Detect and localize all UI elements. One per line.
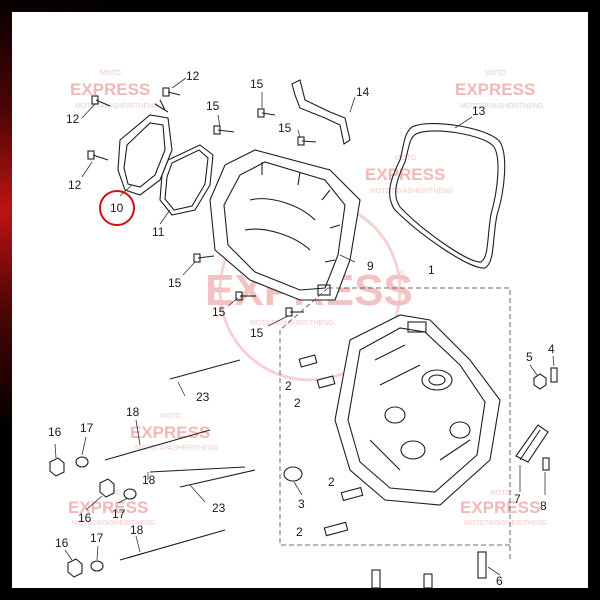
svg-text:MOTO: MOTO	[490, 490, 511, 497]
label-12: 12	[186, 69, 200, 83]
label-18: 18	[130, 523, 144, 537]
side-cover-10	[117, 114, 173, 196]
seal-3	[283, 466, 303, 482]
bracket-14	[291, 79, 351, 145]
svg-text:EXPRESS: EXPRESS	[365, 165, 445, 184]
watermark-mid-left: MOTO EXPRESS MOTOTAYASHERITHENG	[130, 413, 219, 452]
label-17: 17	[112, 507, 126, 521]
label-13: 13	[472, 104, 486, 118]
bolts-upper	[87, 87, 317, 317]
watermark-top-left: MOTO EXPRESS MOTOTAYASHERITHENG	[70, 70, 159, 110]
label-23: 23	[212, 501, 226, 515]
label-3: 3	[298, 497, 305, 511]
label-18: 18	[126, 405, 140, 419]
highlight-ring-part-10	[99, 190, 135, 226]
label-15: 15	[250, 326, 264, 340]
label-17: 17	[80, 421, 94, 435]
studs	[104, 359, 256, 561]
label-16: 16	[78, 511, 92, 525]
watermark-mid-right: MOTO EXPRESS MOTOTAYASHERITHENG	[365, 155, 454, 195]
label-15: 15	[168, 276, 182, 290]
diagram-panel: MOTO EXPRESS MOTOTAYASHERITHENG MOTO EXP…	[12, 12, 588, 588]
part-labels: 12 12 12 10 11 15 15 15 15 15 15 14 13 9…	[48, 69, 555, 588]
svg-text:EXPRESS: EXPRESS	[455, 80, 535, 99]
watermark-top-right: MOTO EXPRESS MOTOTAYASHERITHENG	[455, 70, 544, 110]
svg-text:MOTOTAYASHERITHENG: MOTOTAYASHERITHENG	[464, 520, 548, 527]
label-1: 1	[428, 263, 435, 277]
label-8: 8	[540, 499, 547, 513]
label-10: 10	[110, 201, 124, 215]
label-16: 16	[55, 536, 69, 550]
svg-text:MOTOTAYASHERITHENG: MOTOTAYASHERITHENG	[72, 520, 156, 527]
svg-text:MOTOTAYASHERITHENG: MOTOTAYASHERITHENG	[75, 103, 159, 110]
exploded-parts-diagram: MOTO EXPRESS MOTOTAYASHERITHENG MOTO EXP…	[48, 69, 558, 588]
svg-text:MOTO: MOTO	[160, 413, 181, 420]
label-16: 16	[48, 425, 62, 439]
label-15: 15	[212, 305, 226, 319]
label-7: 7	[514, 492, 521, 506]
label-12: 12	[68, 178, 82, 192]
label-9: 9	[367, 259, 374, 273]
svg-text:MOTOTAYASHERITHENG: MOTOTAYASHERITHENG	[135, 445, 219, 452]
valve-guides-2	[298, 354, 364, 537]
svg-text:EXPRESS: EXPRESS	[68, 498, 148, 517]
label-5: 5	[526, 350, 533, 364]
label-12: 12	[66, 112, 80, 126]
label-4: 4	[548, 342, 555, 356]
svg-text:MOTO: MOTO	[100, 70, 121, 77]
label-18: 18	[142, 473, 156, 487]
label-6: 6	[496, 574, 503, 588]
label-17: 17	[90, 531, 104, 545]
right-side-parts	[371, 367, 558, 588]
svg-text:MOTOTAYASHERITHENG: MOTOTAYASHERITHENG	[370, 188, 454, 195]
cylinder-head-cover-9	[209, 149, 361, 301]
cover-gasket-13	[389, 123, 506, 269]
label-2: 2	[294, 396, 301, 410]
label-11: 11	[152, 225, 165, 239]
label-2: 2	[296, 525, 303, 539]
label-2: 2	[328, 475, 335, 489]
svg-text:EXPRESS: EXPRESS	[130, 423, 210, 442]
label-23: 23	[196, 390, 210, 404]
label-15: 15	[250, 77, 264, 91]
nuts-washers	[49, 456, 137, 578]
svg-text:MOTOTAYASHERITHENG: MOTOTAYASHERITHENG	[250, 320, 334, 327]
label-14: 14	[356, 85, 370, 99]
watermark-bottom-right: MOTO EXPRESS MOTOTAYASHERITHENG	[460, 490, 548, 527]
svg-text:EXPRESS: EXPRESS	[70, 80, 150, 99]
svg-text:EXPRESS: EXPRESS	[460, 498, 540, 517]
label-15: 15	[278, 121, 292, 135]
svg-text:®: ®	[400, 269, 406, 277]
gasket-11	[159, 144, 214, 216]
leader-lines	[54, 77, 555, 576]
label-2: 2	[285, 379, 292, 393]
label-15: 15	[206, 99, 220, 113]
svg-text:MOTO: MOTO	[485, 70, 506, 77]
svg-text:MOTOTAYASHERITHENG: MOTOTAYASHERITHENG	[460, 103, 544, 110]
cylinder-head-1	[334, 314, 501, 506]
